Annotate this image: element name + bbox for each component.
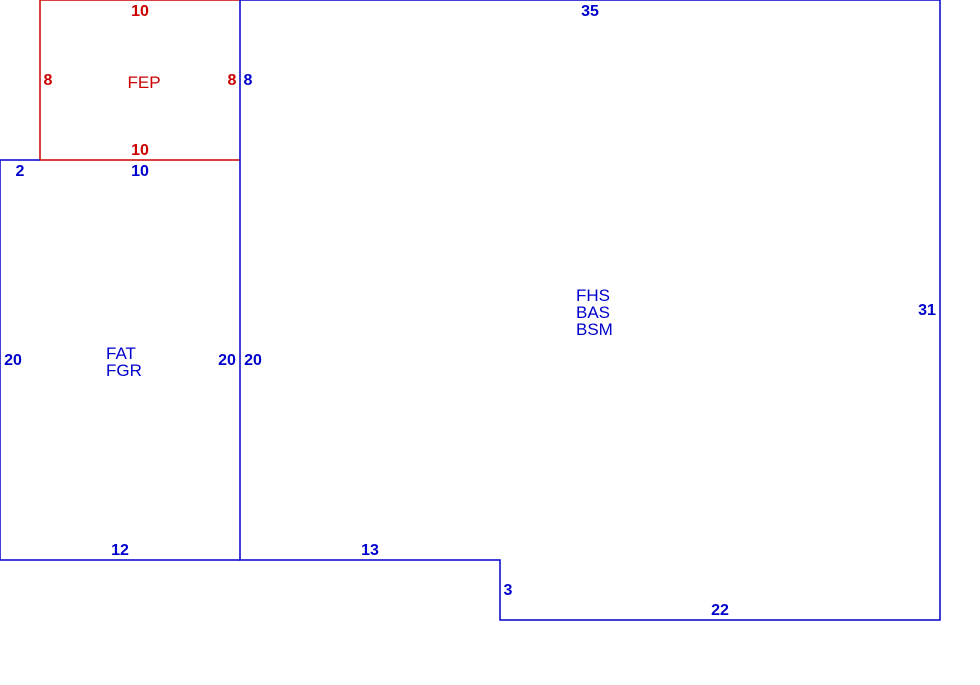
main-bottom-left-dim: 13 bbox=[361, 542, 379, 559]
garage-left-dim: 20 bbox=[4, 352, 22, 369]
main-house-section: 35 8 31 20 13 3 22 FHS BAS BSM bbox=[239, 0, 941, 621]
garage-section: 2 10 20 20 12 FAT FGR bbox=[0, 159, 240, 561]
garage-area-code-1: FAT bbox=[106, 344, 136, 363]
main-right-dim: 31 bbox=[918, 302, 936, 319]
main-area-code-1: FHS bbox=[576, 286, 610, 305]
fep-left-dim: 8 bbox=[44, 72, 53, 89]
fep-area-label: FEP bbox=[127, 73, 160, 92]
fep-bottom-dim: 10 bbox=[131, 142, 149, 159]
garage-bottom-dim: 12 bbox=[111, 542, 129, 559]
main-left-upper-dim: 8 bbox=[244, 72, 253, 89]
main-left-lower-dim: 20 bbox=[244, 352, 262, 369]
fep-outline bbox=[39, 0, 240, 161]
main-top-dim: 35 bbox=[581, 3, 599, 20]
fep-section: 10 8 8 10 FEP bbox=[39, 0, 240, 161]
main-step-dim: 3 bbox=[504, 582, 513, 599]
fep-right-dim: 8 bbox=[228, 72, 237, 89]
main-area-code-2: BAS bbox=[576, 303, 610, 322]
garage-right-dim: 20 bbox=[218, 352, 236, 369]
fep-top-dim: 10 bbox=[131, 3, 149, 20]
main-area-code-3: BSM bbox=[576, 320, 613, 339]
garage-outline bbox=[0, 159, 240, 561]
garage-top-short-dim: 2 bbox=[16, 163, 25, 180]
main-bottom-right-dim: 22 bbox=[711, 602, 729, 619]
garage-area-code-2: FGR bbox=[106, 361, 142, 380]
garage-top-dim: 10 bbox=[131, 163, 149, 180]
